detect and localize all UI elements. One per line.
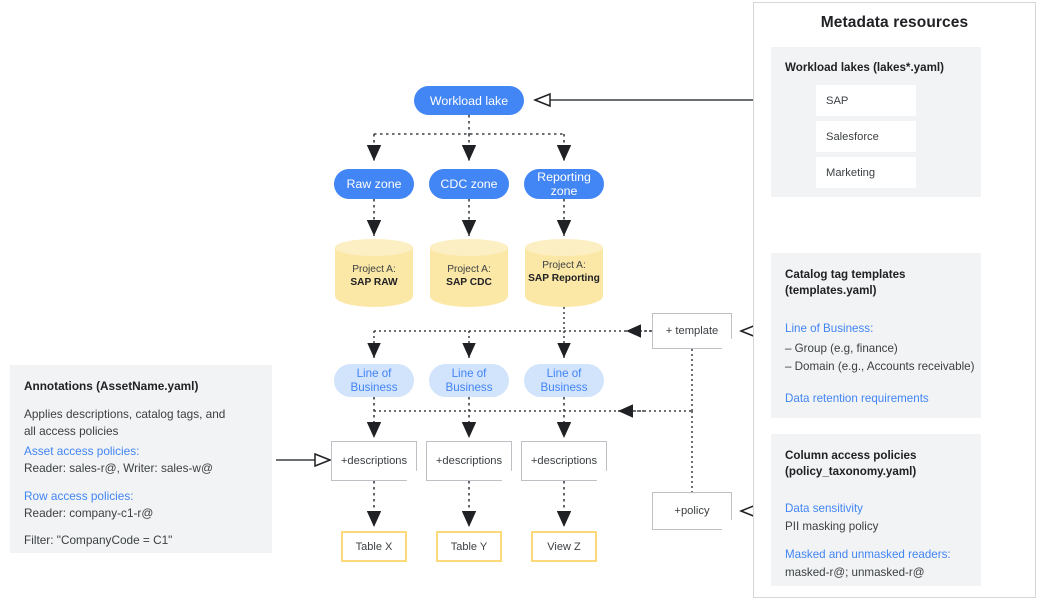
pii-masking-policy-value: PII masking policy bbox=[785, 520, 879, 533]
note-fold-icon bbox=[501, 470, 512, 481]
column-access-policies-card: Column access policies (policy_taxonomy.… bbox=[771, 434, 981, 586]
data-sensitivity-label: Data sensitivity bbox=[785, 502, 863, 515]
output-label: Table X bbox=[355, 540, 393, 553]
row-access-policies-label: Row access policies: bbox=[24, 489, 134, 503]
annotations-panel: Annotations (AssetName.yaml) Applies des… bbox=[10, 365, 272, 553]
masked-readers-value: masked-r@; unmasked-r@ bbox=[785, 566, 925, 579]
cylinder-body bbox=[525, 247, 603, 307]
lake-item-marketing[interactable]: Marketing bbox=[816, 157, 916, 188]
project-line2: SAP Reporting bbox=[528, 273, 600, 284]
note-fold-icon bbox=[596, 470, 607, 481]
note-fold-icon bbox=[406, 470, 417, 481]
project-line1: Project A: bbox=[542, 260, 586, 271]
asset-access-policies-value: Reader: sales-r@, Writer: sales-w@ bbox=[24, 461, 213, 475]
lake-item-label: Salesforce bbox=[826, 130, 879, 143]
output-label: View Z bbox=[547, 540, 581, 553]
line-of-business-bullet-domain: – Domain (e.g., Accounts receivable) bbox=[785, 360, 975, 373]
node-cdc-zone-label: CDC zone bbox=[440, 177, 498, 191]
node-cdc-zone[interactable]: CDC zone bbox=[429, 169, 509, 199]
cylinder-label: Project A: SAP Reporting bbox=[525, 259, 603, 285]
cylinder-top bbox=[525, 239, 603, 256]
cylinder-label: Project A: SAP RAW bbox=[335, 263, 413, 289]
asset-access-policies-label: Asset access policies: bbox=[24, 444, 140, 458]
node-reporting-zone[interactable]: Reporting zone bbox=[524, 169, 604, 199]
lake-item-salesforce[interactable]: Salesforce bbox=[816, 121, 916, 152]
cylinder-top bbox=[335, 239, 413, 256]
lake-item-label: SAP bbox=[826, 94, 849, 107]
cylinder-project-sap-cdc[interactable]: Project A: SAP CDC bbox=[430, 239, 508, 307]
note-label: +policy bbox=[674, 505, 710, 517]
cylinder-body bbox=[335, 247, 413, 307]
catalog-templates-heading-line1: Catalog tag templates bbox=[785, 268, 906, 281]
lake-item-sap[interactable]: SAP bbox=[816, 85, 916, 116]
catalog-templates-heading-line2: (templates.yaml) bbox=[785, 284, 877, 297]
node-workload-lake-label: Workload lake bbox=[429, 93, 509, 108]
masked-readers-label: Masked and unmasked readers: bbox=[785, 548, 951, 561]
data-retention-label: Data retention requirements bbox=[785, 392, 929, 405]
output-table-x[interactable]: Table X bbox=[341, 531, 407, 562]
column-policies-heading-line2: (policy_taxonomy.yaml) bbox=[785, 465, 917, 478]
node-reporting-zone-label: Reporting zone bbox=[537, 170, 591, 198]
project-line1: Project A: bbox=[352, 264, 396, 275]
note-label: +descriptions bbox=[340, 455, 408, 467]
project-line1: Project A: bbox=[447, 264, 491, 275]
lob-label: Line of Business bbox=[350, 366, 398, 394]
annotations-description-line2: all access policies bbox=[24, 424, 119, 438]
output-view-z[interactable]: View Z bbox=[531, 531, 597, 562]
note-descriptions-3[interactable]: +descriptions bbox=[521, 441, 607, 481]
annotations-description: Applies descriptions, catalog tags, and … bbox=[24, 406, 264, 440]
note-descriptions-2[interactable]: +descriptions bbox=[426, 441, 512, 481]
lob-label: Line of Business bbox=[540, 366, 588, 394]
note-template[interactable]: + template bbox=[652, 313, 732, 349]
node-line-of-business-1[interactable]: Line of Business bbox=[334, 364, 414, 397]
row-access-policies-value: Reader: company-c1-r@ bbox=[24, 506, 154, 520]
metadata-panel-title: Metadata resources bbox=[820, 14, 969, 31]
lob-label: Line of Business bbox=[445, 366, 493, 394]
cylinder-project-sap-reporting[interactable]: Project A: SAP Reporting bbox=[525, 239, 603, 307]
output-label: Table Y bbox=[450, 540, 488, 553]
note-label: +descriptions bbox=[435, 455, 503, 467]
project-line2: SAP CDC bbox=[446, 277, 492, 288]
node-workload-lake[interactable]: Workload lake bbox=[414, 86, 524, 115]
note-label: +descriptions bbox=[530, 455, 598, 467]
node-line-of-business-2[interactable]: Line of Business bbox=[429, 364, 509, 397]
note-label: + template bbox=[665, 325, 719, 337]
note-policy[interactable]: +policy bbox=[652, 492, 732, 530]
node-raw-zone-label: Raw zone bbox=[346, 177, 402, 191]
project-line2: SAP RAW bbox=[350, 277, 398, 288]
line-of-business-label: Line of Business: bbox=[785, 322, 874, 335]
output-table-y[interactable]: Table Y bbox=[436, 531, 502, 562]
cylinder-body bbox=[430, 247, 508, 307]
catalog-tag-templates-card: Catalog tag templates (templates.yaml) L… bbox=[771, 253, 981, 418]
note-fold-icon bbox=[721, 519, 732, 530]
cylinder-label: Project A: SAP CDC bbox=[430, 263, 508, 289]
row-filter-value: Filter: "CompanyCode = C1" bbox=[24, 533, 173, 547]
node-line-of-business-3[interactable]: Line of Business bbox=[524, 364, 604, 397]
column-policies-heading-line1: Column access policies bbox=[785, 449, 917, 462]
node-raw-zone[interactable]: Raw zone bbox=[334, 169, 414, 199]
cylinder-project-sap-raw[interactable]: Project A: SAP RAW bbox=[335, 239, 413, 307]
annotations-heading: Annotations (AssetName.yaml) bbox=[24, 379, 199, 393]
note-descriptions-1[interactable]: +descriptions bbox=[331, 441, 417, 481]
workload-lakes-heading: Workload lakes (lakes*.yaml) bbox=[785, 61, 944, 74]
annotations-description-line1: Applies descriptions, catalog tags, and bbox=[24, 407, 226, 421]
lake-item-label: Marketing bbox=[826, 166, 876, 179]
cylinder-top bbox=[430, 239, 508, 256]
note-fold-icon bbox=[721, 338, 732, 349]
line-of-business-bullet-group: – Group (e.g, finance) bbox=[785, 342, 898, 355]
